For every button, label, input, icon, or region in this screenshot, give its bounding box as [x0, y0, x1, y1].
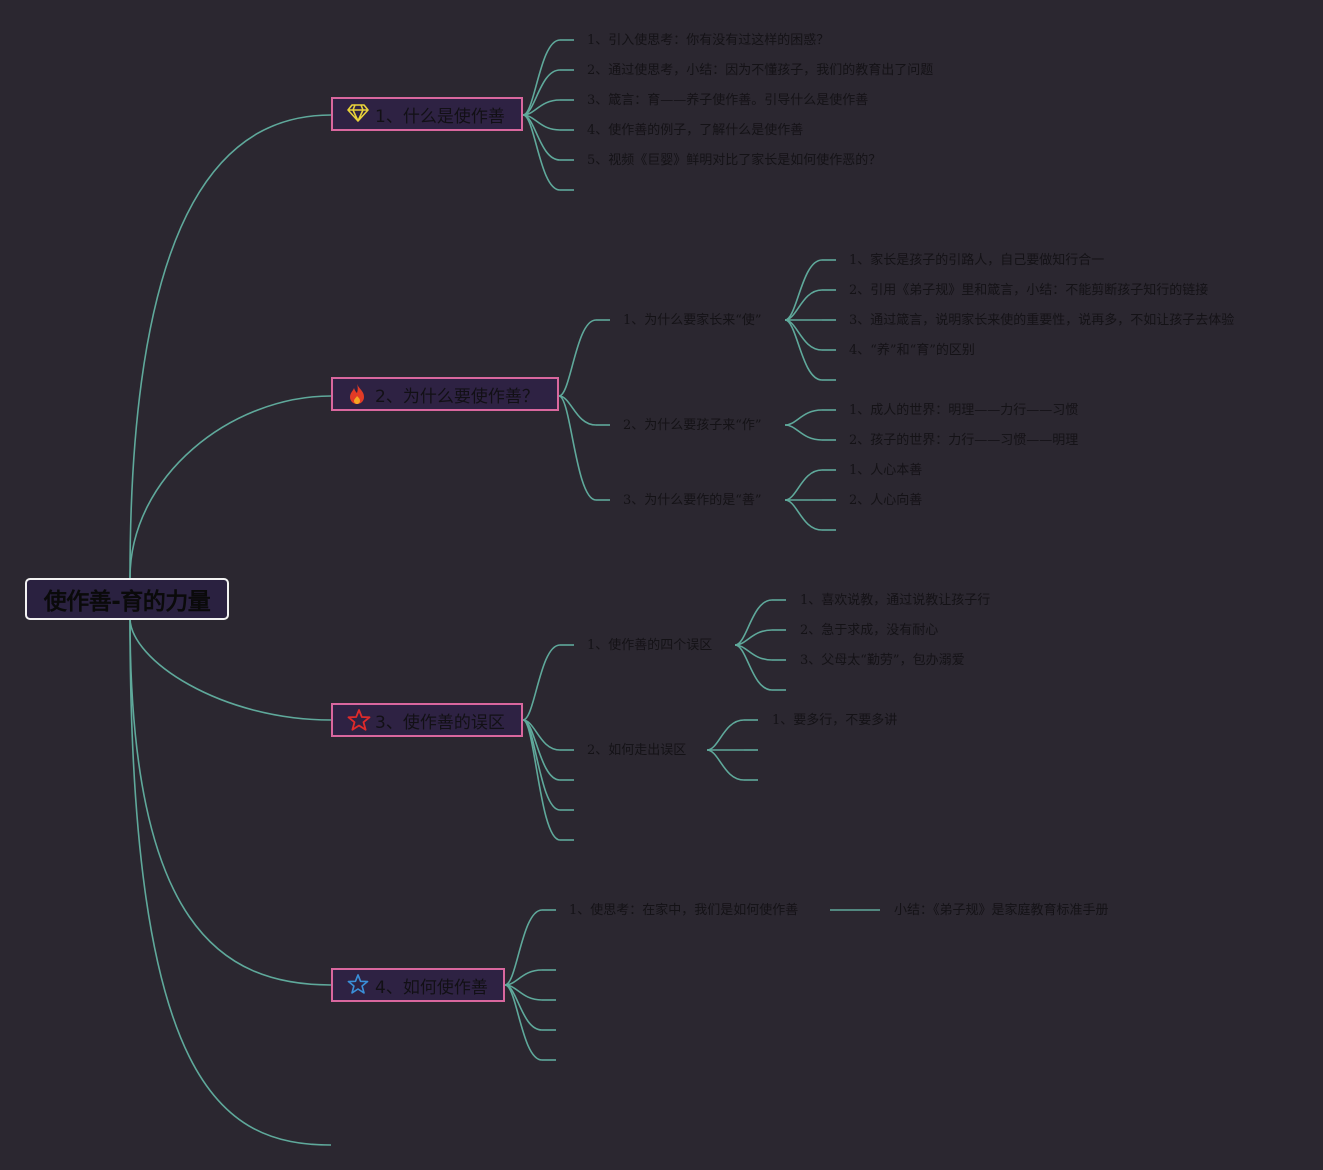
- topic4-fan-line: [504, 984, 543, 1061]
- topic2-item[interactable]: 4、“养”和“育”的区别: [849, 343, 975, 358]
- topic3-item[interactable]: 1、要多行，不要多讲: [772, 713, 898, 728]
- topic-label: 2、为什么要使作善？: [375, 386, 539, 407]
- root-branch-line: [129, 617, 332, 721]
- topic1-item[interactable]: 2、通过使思考，小结：因为不懂孩子，我们的教育出了问题: [587, 63, 934, 78]
- topic2-item[interactable]: 1、家长是孩子的引路人，自己要做知行合一: [849, 253, 1105, 268]
- topic1-item[interactable]: 1、引入使思考：你有没有过这样的困惑？: [587, 33, 830, 48]
- topic2-subtopic[interactable]: 1、为什么要家长来“使”: [623, 313, 762, 328]
- topic1-fan-line: [522, 39, 561, 116]
- subtopic-fan-line: [706, 719, 745, 751]
- subtopic-fan-line: [784, 469, 823, 501]
- topic1-item[interactable]: 3、箴言：育——养子使作善。引导什么是使作善: [587, 93, 869, 108]
- topic-label: 3、使作善的误区: [375, 712, 505, 733]
- topic3-subtopic[interactable]: 2、如何走出误区: [587, 743, 687, 758]
- topic2-fan-line: [558, 319, 597, 397]
- topic1-fan-line: [522, 114, 561, 191]
- root-node[interactable]: 使作善-育的力量: [25, 578, 229, 620]
- topic2-subtopic[interactable]: 3、为什么要作的是“善”: [623, 493, 762, 508]
- topic2-fan-line: [558, 395, 597, 426]
- topic-misconceptions[interactable]: 3、使作善的误区: [331, 703, 523, 737]
- topic4-fan-line: [504, 909, 543, 986]
- topic2-item[interactable]: 2、引用《弟子规》里和箴言，小结：不能剪断孩子知行的链接: [849, 283, 1209, 298]
- root-branch-line: [129, 114, 332, 579]
- topic-label: 4、如何使作善: [375, 977, 488, 998]
- topic3-subtopic[interactable]: 1、使作善的四个误区: [587, 638, 713, 653]
- topic1-item[interactable]: 5、视频《巨婴》鲜明对比了家长是如何使作恶的？: [587, 153, 882, 168]
- topic-why[interactable]: 2、为什么要使作善？: [331, 377, 559, 411]
- subtopic-fan-line: [706, 749, 745, 781]
- subtopic-fan-line: [734, 599, 773, 646]
- subtopic-fan-line: [784, 409, 823, 426]
- topic2-item[interactable]: 2、孩子的世界：力行——习惯——明理: [849, 433, 1079, 448]
- topic2-subtopic[interactable]: 2、为什么要孩子来“作”: [623, 418, 762, 433]
- topic4-subtopic[interactable]: 1、使思考：在家中，我们是如何使作善: [569, 903, 799, 918]
- topic2-item[interactable]: 3、通过箴言，说明家长来使的重要性，说再多，不如让孩子去体验: [849, 313, 1235, 328]
- topic3-fan-line: [522, 644, 561, 721]
- diamond-icon: [347, 103, 371, 125]
- topic-how[interactable]: 4、如何使作善: [331, 968, 505, 1002]
- topic-label: 1、什么是使作善: [375, 106, 505, 127]
- fire-icon: [347, 383, 371, 405]
- root-branch-line: [129, 395, 332, 579]
- subtopic-fan-line: [784, 319, 823, 381]
- subtopic-fan-line: [734, 644, 773, 691]
- topic-what-is[interactable]: 1、什么是使作善: [331, 97, 523, 131]
- star-icon: [347, 709, 371, 731]
- star-outline-icon: [347, 974, 371, 996]
- subtopic-fan-line: [784, 499, 823, 531]
- topic3-item[interactable]: 2、急于求成，没有耐心: [800, 623, 939, 638]
- topic2-item[interactable]: 1、人心本善: [849, 463, 923, 478]
- topic3-item[interactable]: 1、喜欢说教，通过说教让孩子行: [800, 593, 991, 608]
- topic2-item[interactable]: 2、人心向善: [849, 493, 923, 508]
- root-label: 使作善-育的力量: [43, 589, 211, 615]
- subtopic-fan-line: [784, 289, 823, 321]
- topic2-item[interactable]: 1、成人的世界：明理——力行——习惯: [849, 403, 1079, 418]
- topic2-fan-line: [558, 395, 597, 501]
- topic1-item[interactable]: 4、使作善的例子，了解什么是使作善: [587, 123, 804, 138]
- subtopic-fan-line: [784, 424, 823, 441]
- topic3-item[interactable]: 3、父母太“勤劳”，包办溺爱: [800, 653, 965, 668]
- root-branch-line: [129, 617, 332, 1146]
- topic3-fan-line: [522, 719, 561, 841]
- topic4-summary[interactable]: 小结：《弟子规》是家庭教育标准手册: [894, 903, 1109, 918]
- root-branch-line: [129, 617, 332, 986]
